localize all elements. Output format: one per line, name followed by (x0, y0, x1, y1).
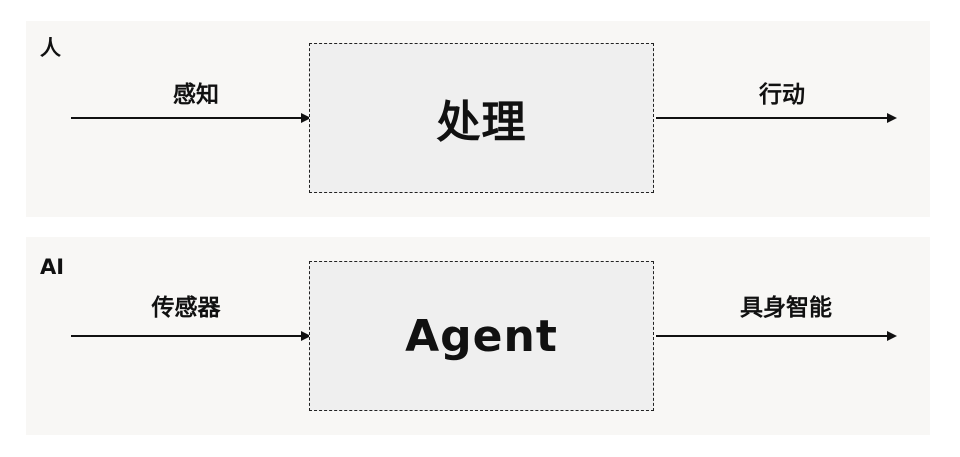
process-box-human: 处理 (309, 43, 654, 193)
ai-arrows (71, 331, 897, 341)
ai-flow-panel: AI 传感器 具身智能 Agent (26, 237, 930, 435)
row-label-human: 人 (40, 36, 61, 60)
human-flow-panel: 人 感知 行动 处理 (26, 21, 930, 217)
process-box-ai: Agent (309, 261, 654, 411)
output-arrow-human (656, 113, 897, 123)
row-label-ai: AI (40, 255, 65, 279)
process-label-ai: Agent (405, 310, 558, 362)
human-arrows (71, 113, 897, 123)
output-arrow-ai (656, 331, 897, 341)
process-label-human: 处理 (436, 97, 527, 148)
output-label-ai: 具身智能 (740, 295, 832, 321)
input-label-ai: 传感器 (151, 295, 221, 321)
input-arrow-ai (71, 331, 311, 341)
input-label-human: 感知 (173, 82, 219, 108)
input-arrow-human (71, 113, 311, 123)
output-label-human: 行动 (759, 82, 805, 108)
